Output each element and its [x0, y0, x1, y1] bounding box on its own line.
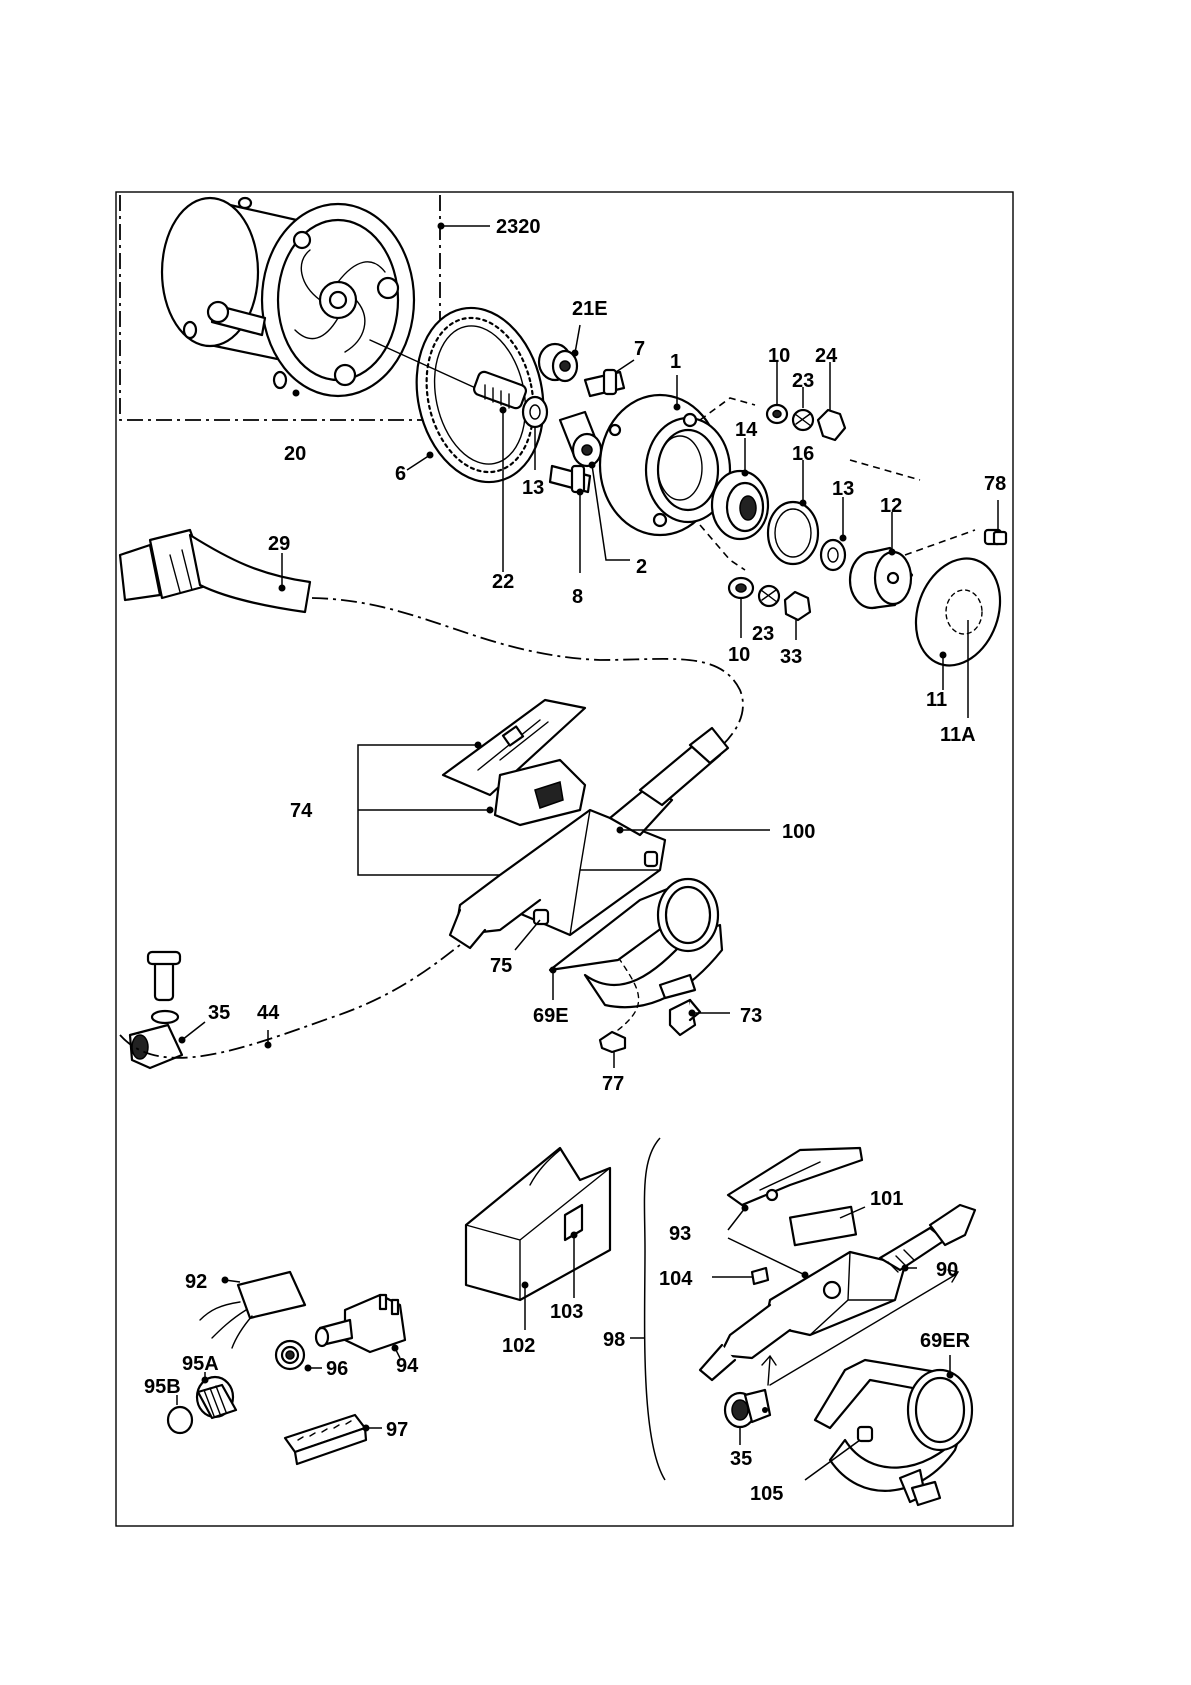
callout-label: 7 — [634, 338, 645, 360]
nut-96 — [276, 1341, 304, 1369]
callout-label: 102 — [502, 1335, 535, 1357]
wing-screw-73 — [660, 975, 700, 1035]
washer-13 — [523, 397, 547, 427]
callout-label: 23 — [752, 623, 774, 645]
callout-label: 29 — [268, 533, 290, 555]
callout-label: 73 — [740, 1005, 762, 1027]
callout-label: 90 — [936, 1259, 958, 1281]
callout-label: 93 — [669, 1223, 691, 1245]
callout-label: 92 — [185, 1271, 207, 1293]
callout-label: 6 — [395, 463, 406, 485]
bushing-21E — [539, 344, 577, 381]
callout-label: 103 — [550, 1301, 583, 1323]
callout-label: 101 — [870, 1188, 903, 1210]
callout-label: 97 — [386, 1419, 408, 1441]
cap-12 — [850, 548, 912, 608]
callout-label: 24 — [815, 345, 838, 367]
toggle-switch-94 — [316, 1295, 405, 1352]
callout-label: 23 — [792, 370, 814, 392]
nozzle-7 — [585, 370, 624, 396]
terminal-strip-97 — [285, 1415, 366, 1464]
callout-dot — [293, 390, 300, 397]
switch-plate-74 — [443, 700, 585, 825]
callout-label: 20 — [284, 443, 306, 465]
callout-label: 35 — [730, 1448, 752, 1470]
callout-label: 77 — [602, 1073, 624, 1095]
bracket-69ER — [815, 1360, 972, 1505]
cover-11 — [902, 547, 1015, 678]
callout-label: 2 — [636, 556, 647, 578]
pin-104 — [752, 1268, 768, 1284]
callout-label: 69E — [533, 1005, 569, 1027]
callout-label: 95A — [182, 1353, 219, 1375]
callout-label: 13 — [832, 478, 854, 500]
callout-label: 22 — [492, 571, 514, 593]
callout-label: 11 — [926, 689, 947, 711]
relay-92 — [200, 1272, 305, 1348]
callout-label: 10 — [728, 644, 750, 666]
callout-label: 98 — [603, 1329, 625, 1351]
label-101 — [790, 1207, 856, 1245]
knob-95A — [197, 1377, 236, 1418]
callout-label: 33 — [780, 646, 802, 668]
bearing-14 — [712, 471, 768, 539]
callout-label: 16 — [792, 443, 814, 465]
callout-label: 12 — [880, 495, 902, 517]
callout-label: 2320 — [496, 216, 541, 238]
bracket-98 — [644, 1138, 665, 1480]
callout-label: 1 — [670, 351, 681, 373]
callout-label: 75 — [490, 955, 512, 977]
callout-label: 74 — [290, 800, 313, 822]
callout-label: 105 — [750, 1483, 783, 1505]
screw-78 — [985, 530, 1006, 544]
callout-label: 94 — [396, 1355, 419, 1377]
callout-label: 44 — [257, 1002, 280, 1024]
motor-assembly-2320 — [120, 195, 440, 420]
callout-label: 78 — [984, 473, 1006, 495]
callout-label: 14 — [735, 419, 758, 441]
callout-label: 13 — [522, 477, 544, 499]
gland-35 — [130, 952, 182, 1068]
flange-1 — [600, 395, 730, 535]
callout-label: 11A — [940, 724, 976, 746]
ring-95B — [168, 1407, 192, 1433]
nut-77 — [600, 1032, 625, 1052]
callout-label: 104 — [659, 1268, 693, 1290]
callout-label: 10 — [768, 345, 790, 367]
callout-label: 100 — [782, 821, 815, 843]
switch-plate-93 — [728, 1148, 862, 1205]
callout-label: 96 — [326, 1358, 348, 1380]
callout-label: 69ER — [920, 1330, 971, 1352]
cover-102 — [466, 1148, 610, 1300]
callout-label: 35 — [208, 1002, 230, 1024]
sleeve-2 — [560, 412, 601, 466]
nozzle-8 — [550, 466, 590, 492]
screw-105 — [858, 1427, 872, 1441]
callout-label: 8 — [572, 586, 583, 608]
callout-label: 95B — [144, 1376, 181, 1398]
callout-label: 21E — [572, 298, 608, 320]
